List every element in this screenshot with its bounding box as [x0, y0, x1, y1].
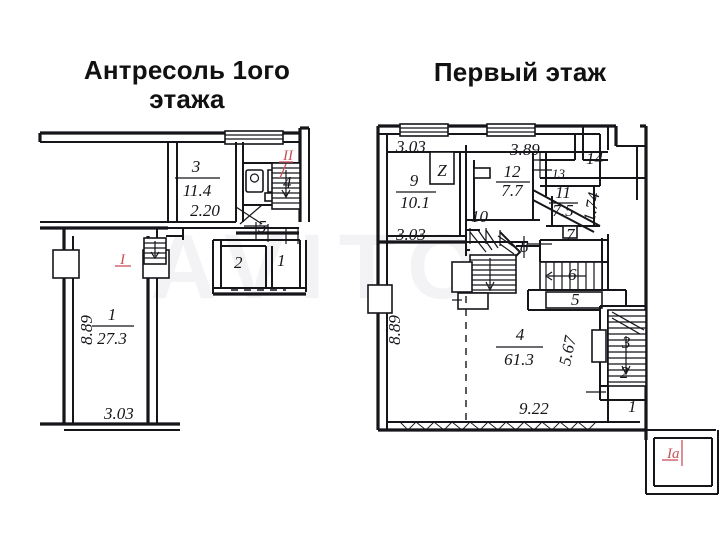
room-3-number: 3: [621, 333, 631, 352]
z-marker-label: Z: [437, 161, 447, 180]
dimension-5-67: 5.67: [555, 333, 580, 368]
room-9-area: 10.1: [400, 193, 430, 212]
window-opening: [486, 123, 536, 137]
room-13-number: 13: [552, 166, 566, 181]
stair-right: [271, 162, 301, 210]
dimension-8-89-left: 8.89: [77, 315, 96, 345]
dimension-8-89-right: 8.89: [385, 315, 404, 345]
left-plan-title-line1: Антресоль 1ого: [83, 55, 291, 85]
dimension-2-20: 2.20: [190, 201, 220, 220]
right-plan-geometry: [367, 123, 719, 495]
room-10-number: 10: [471, 207, 489, 226]
room-1-number: 1: [628, 397, 637, 416]
dimension-9-22: 9.22: [519, 399, 549, 418]
room-12-area: 7.7: [501, 181, 524, 200]
room-1-small-number: 1: [277, 251, 286, 270]
room-5-box: [545, 291, 603, 309]
mark-I-left: I: [119, 252, 126, 268]
dimension-1-74: 1.74: [580, 190, 604, 223]
room-3-number: 3: [191, 157, 201, 176]
dimension-3-03-top: 3.03: [395, 137, 426, 156]
mark-II-left: II: [282, 148, 294, 164]
room-3-area: 11.4: [183, 181, 212, 200]
room-14-number: 14: [586, 149, 604, 168]
room-1-number: 1: [108, 305, 117, 324]
right-plan-labels: 3.03 9 10.1 Z 3.03 3.89 12 7.7 14 13 11 …: [385, 137, 680, 462]
left-plan-labels: 3 11.4 2.20 4 5 2 1 1 27.3 8.89 3.03 I I…: [77, 148, 294, 423]
door-opening: [473, 167, 491, 179]
room-2-number: 2: [620, 363, 629, 382]
spiral-stair: [451, 229, 522, 310]
room-5-number: 5: [258, 217, 267, 236]
z-marker-box: [429, 151, 455, 185]
dimension-3-03-mid: 3.03: [395, 225, 426, 244]
mark-Ia-right: Ia: [666, 446, 680, 462]
room-6-number: 6: [568, 265, 577, 284]
window-opening: [591, 329, 607, 363]
dimension-3-89: 3.89: [509, 140, 540, 159]
room-12-number: 12: [504, 162, 522, 181]
stair-6: [539, 261, 603, 291]
dimension-3-03-left: 3.03: [103, 404, 134, 423]
window-hatching-bottom: [399, 421, 597, 431]
room-4-area: 61.3: [504, 350, 534, 369]
room-7-number: 7: [566, 225, 576, 244]
right-plan-title: Первый этаж: [433, 57, 607, 87]
left-plan-geometry: [38, 126, 310, 431]
left-plan-title-line2: этажа: [149, 84, 225, 115]
window-opening: [367, 284, 393, 314]
landing-lower: [457, 292, 489, 310]
stair-left-small: [143, 237, 167, 265]
window-opening: [399, 123, 449, 137]
room-11-area: 7.5: [552, 201, 573, 220]
room-2-number: 2: [234, 253, 243, 272]
room-1-area: 27.3: [97, 329, 127, 348]
room-5-number: 5: [571, 290, 580, 309]
window-opening: [224, 130, 284, 145]
landing: [451, 261, 473, 293]
door-opening: [562, 225, 578, 239]
left-plan-title: Антресоль 1ого этажа: [42, 55, 332, 115]
room-9-number: 9: [410, 171, 419, 190]
room-4-number: 4: [283, 173, 292, 192]
room-4-number: 4: [516, 325, 525, 344]
room-8-number: 8: [520, 237, 529, 256]
room-11-number: 11: [555, 183, 571, 202]
stair-right-lower: [591, 306, 647, 400]
